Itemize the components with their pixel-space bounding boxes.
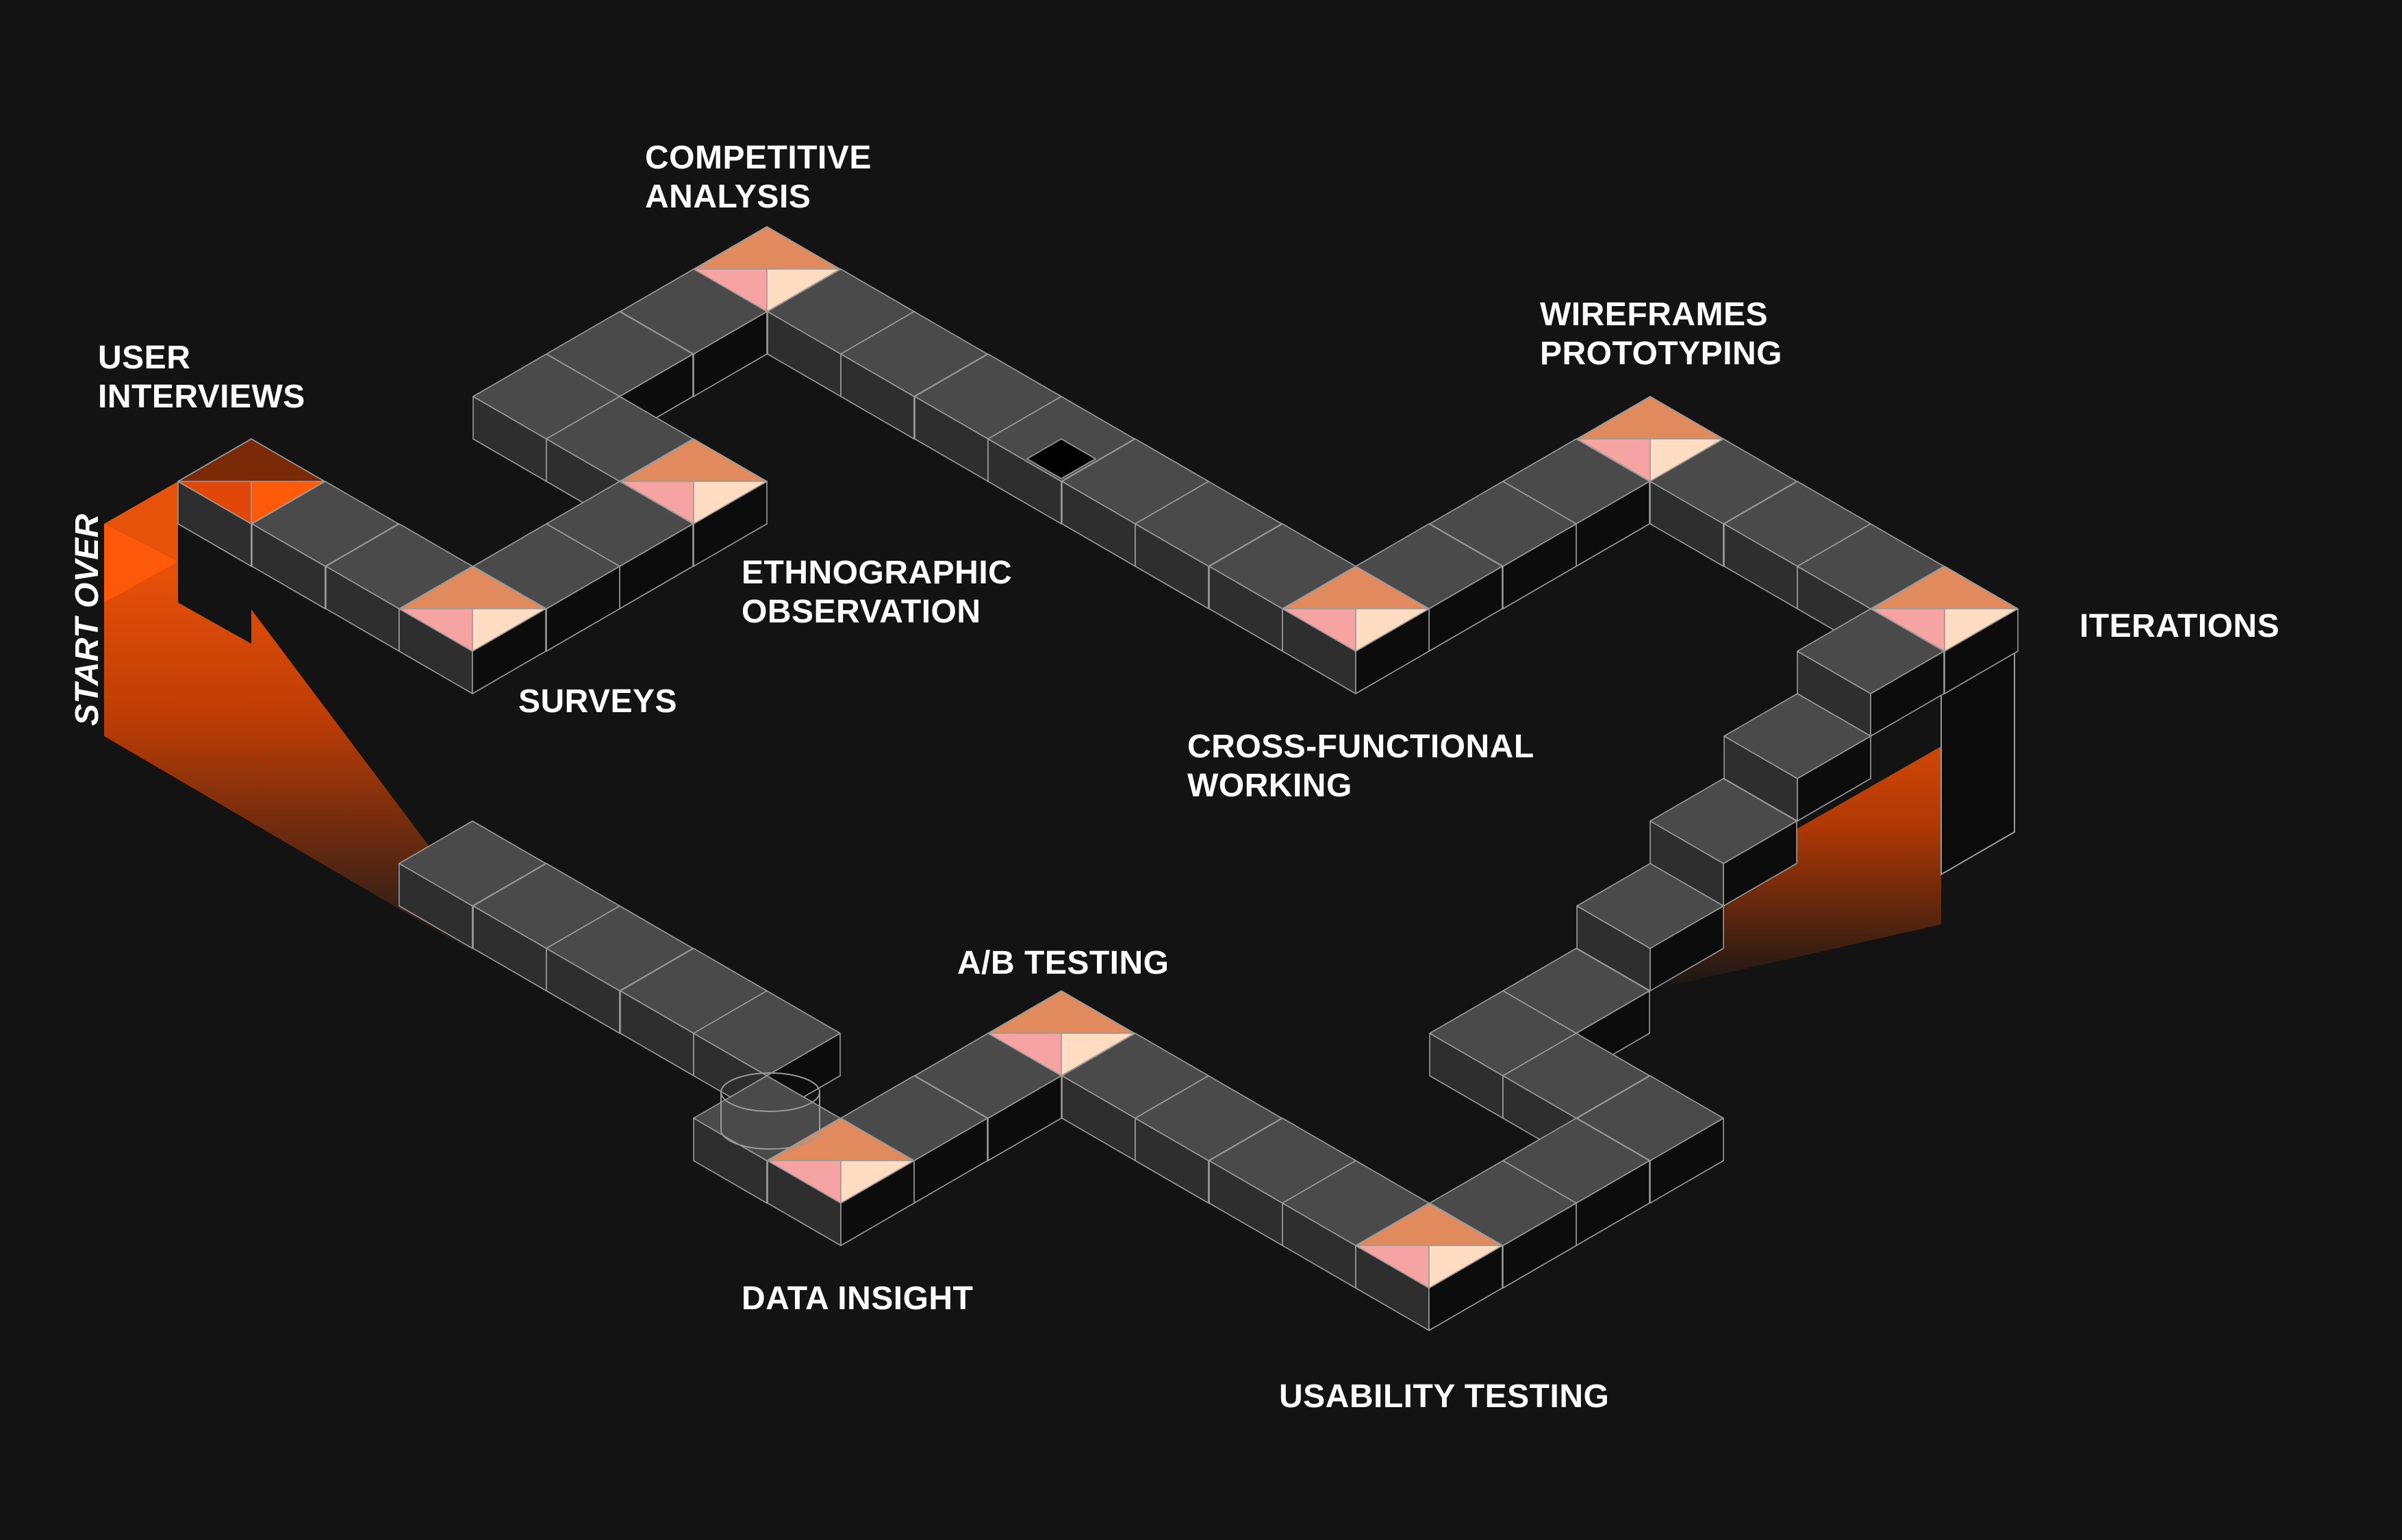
start-over-chute-front <box>104 481 178 603</box>
path-blocks <box>177 226 2019 1331</box>
milestone-block <box>1355 1202 1503 1331</box>
label-wireframes-2: PROTOTYPING <box>1540 336 1782 372</box>
milestone-top-facet <box>987 990 1135 1034</box>
label-ab-testing: A/B TESTING <box>957 945 1170 981</box>
start-right-facet <box>251 481 325 525</box>
milestone-right-facet <box>1355 608 1430 652</box>
label-competitive-analysis-1: COMPETITIVE <box>645 140 872 176</box>
block-top-face <box>1576 863 1724 949</box>
path-block <box>1723 693 1871 822</box>
milestone-block <box>1282 566 1430 694</box>
path-hole <box>1026 438 1096 479</box>
label-ethnographic-1: ETHNOGRAPHIC <box>742 555 1012 591</box>
path-block <box>1649 778 1797 907</box>
label-data-insight: DATA INSIGHT <box>742 1280 973 1317</box>
start-over-chute-wall <box>104 524 472 952</box>
label-surveys: SURVEYS <box>518 683 677 720</box>
milestone-right-facet <box>693 481 768 525</box>
label-ethnographic-2: OBSERVATION <box>742 594 981 630</box>
label-cross-functional-1: CROSS-FUNCTIONAL <box>1187 729 1534 765</box>
path-block <box>1797 608 1945 737</box>
milestone-block <box>399 566 546 694</box>
label-user-interviews-2: INTERVIEWS <box>98 379 305 415</box>
milestone-right-facet <box>1428 1245 1503 1289</box>
milestone-top-facet <box>1576 396 1724 440</box>
path-block <box>1576 863 1724 992</box>
label-user-interviews-1: USER <box>98 340 190 376</box>
label-start-over: START OVER <box>69 514 105 726</box>
start-block <box>177 438 325 525</box>
iterations-stair-wall <box>1654 664 1941 989</box>
label-competitive-analysis-2: ANALYSIS <box>645 179 811 215</box>
label-usability-testing: USABILITY TESTING <box>1279 1378 1609 1415</box>
milestone-right-facet <box>840 1160 915 1204</box>
data-insight-pillar <box>720 1072 820 1150</box>
label-wireframes-1: WIREFRAMES <box>1540 296 1768 333</box>
stage-labels: USER INTERVIEWS COMPETITIVE ANALYSIS ETH… <box>69 140 2279 1415</box>
milestone-block <box>767 1118 915 1246</box>
block-top-face <box>1797 608 1945 694</box>
label-cross-functional-2: WORKING <box>1187 768 1352 804</box>
milestone-right-facet <box>1944 608 2019 652</box>
milestone-right-facet <box>472 608 546 652</box>
label-iterations: ITERATIONS <box>2079 608 2279 644</box>
block-top-face <box>1723 693 1871 779</box>
block-top-face <box>1649 778 1797 864</box>
milestone-top-facet <box>693 226 841 270</box>
